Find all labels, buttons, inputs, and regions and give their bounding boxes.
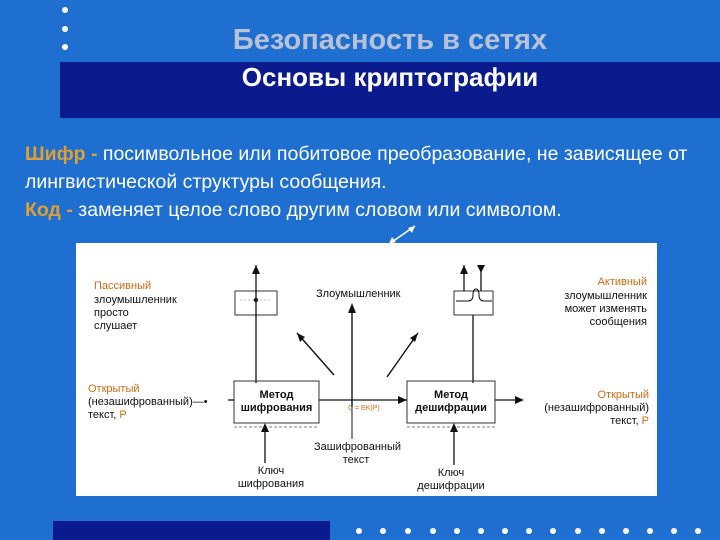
decor-dot	[405, 528, 411, 534]
key-line: шифрования	[237, 478, 305, 490]
slide-title: Безопасность в сетях	[232, 24, 548, 56]
decor-dot	[502, 528, 508, 534]
decryption-method-label: Метод дешифрации	[407, 389, 495, 415]
passive-line: слушает	[94, 320, 138, 332]
plaintext-line: Открытый	[597, 389, 649, 401]
diagram-graphics	[228, 265, 524, 465]
key-line: дешифрации	[417, 480, 485, 492]
ciphertext-line: текст	[342, 454, 370, 466]
decor-dot	[575, 528, 581, 534]
passive-tap-icon	[234, 265, 278, 383]
active-intruder-desc: злоумышленник может изменять сообщения	[564, 290, 647, 329]
decor-dot	[356, 528, 362, 534]
plaintext-symbol: P	[119, 409, 127, 421]
term-dash: -	[60, 199, 79, 221]
plaintext-line: текст, P	[88, 409, 208, 422]
active-line: сообщения	[589, 316, 647, 328]
encryption-key-label: Ключ шифрования	[236, 465, 306, 491]
definition-cipher-text: посимвольное или побитовое преобразовани…	[25, 143, 688, 193]
passive-line: злоумышленник	[94, 294, 177, 306]
method-line: дешифрации	[415, 402, 487, 414]
decor-dot	[430, 528, 436, 534]
method-line: Метод	[434, 389, 468, 401]
passive-intruder-label: Пассивный	[94, 280, 151, 293]
intruder-label: Злоумышленник	[316, 288, 401, 300]
definition-code: Код - заменяет целое слово другим словом…	[25, 196, 715, 224]
double-arrow-icon	[388, 225, 416, 245]
decor-dot	[671, 528, 677, 534]
passive-line: просто	[94, 307, 129, 319]
passive-line: Пассивный	[94, 280, 152, 292]
key-line: Ключ	[437, 467, 465, 479]
title-bar	[60, 62, 720, 118]
term-dash: -	[85, 143, 103, 165]
encryption-model-diagram: Пассивный злоумышленник просто слушает З…	[76, 243, 657, 496]
ciphertext-label: Зашифрованный текст	[314, 441, 402, 467]
active-line: злоумышленник	[564, 290, 647, 302]
decryption-key-label: Ключ дешифрации	[411, 467, 491, 493]
definition-cipher: Шифр - посимвольное или побитовое преобр…	[25, 140, 715, 196]
active-line: может изменять	[564, 303, 647, 315]
plaintext-line: (незашифрованный)	[544, 402, 649, 414]
decor-dot	[647, 528, 653, 534]
plaintext-word: текст,	[88, 409, 120, 421]
plaintext-line: (незашифрованный)—•	[88, 396, 208, 408]
method-line: шифрования	[240, 402, 313, 414]
decor-dot	[526, 528, 532, 534]
decor-dot	[62, 44, 68, 50]
slide-subtitle: Основы криптографии	[241, 62, 539, 92]
ciphertext-line: Зашифрованный	[314, 441, 402, 453]
plaintext-line: текст, P	[544, 415, 649, 428]
plaintext-right-label: Открытый (незашифрованный) текст, P	[544, 389, 649, 428]
active-tap-icon	[453, 265, 494, 383]
encryption-method-label: Метод шифрования	[234, 389, 319, 415]
active-intruder-label: Активный	[598, 276, 647, 289]
decor-dot	[550, 528, 556, 534]
decor-dot	[478, 528, 484, 534]
term-cipher: Шифр	[25, 143, 86, 165]
decor-dot	[599, 528, 605, 534]
decor-dot	[62, 7, 68, 13]
term-code: Код	[25, 199, 61, 221]
decor-dot	[623, 528, 629, 534]
plaintext-symbol: P	[641, 415, 649, 427]
method-line: Метод	[259, 389, 294, 401]
key-line: Ключ	[257, 465, 285, 477]
passive-intruder-desc: злоумышленник просто слушает	[94, 294, 177, 333]
definitions: Шифр - посимвольное или побитовое преобр…	[25, 140, 715, 224]
plaintext-word: текст,	[610, 415, 642, 427]
cipher-formula: C = EK(P)	[348, 405, 380, 412]
definition-code-text: заменяет целое слово другим словом или с…	[78, 199, 562, 221]
bottom-bar	[53, 521, 330, 540]
plaintext-left-label: Открытый (незашифрованный)—• текст, P	[88, 383, 208, 422]
plaintext-line: Открытый	[88, 383, 140, 395]
decor-dot	[62, 26, 68, 32]
decor-dot	[380, 528, 386, 534]
decor-dot	[695, 528, 701, 534]
decor-dot	[454, 528, 460, 534]
active-line: Активный	[597, 276, 647, 288]
